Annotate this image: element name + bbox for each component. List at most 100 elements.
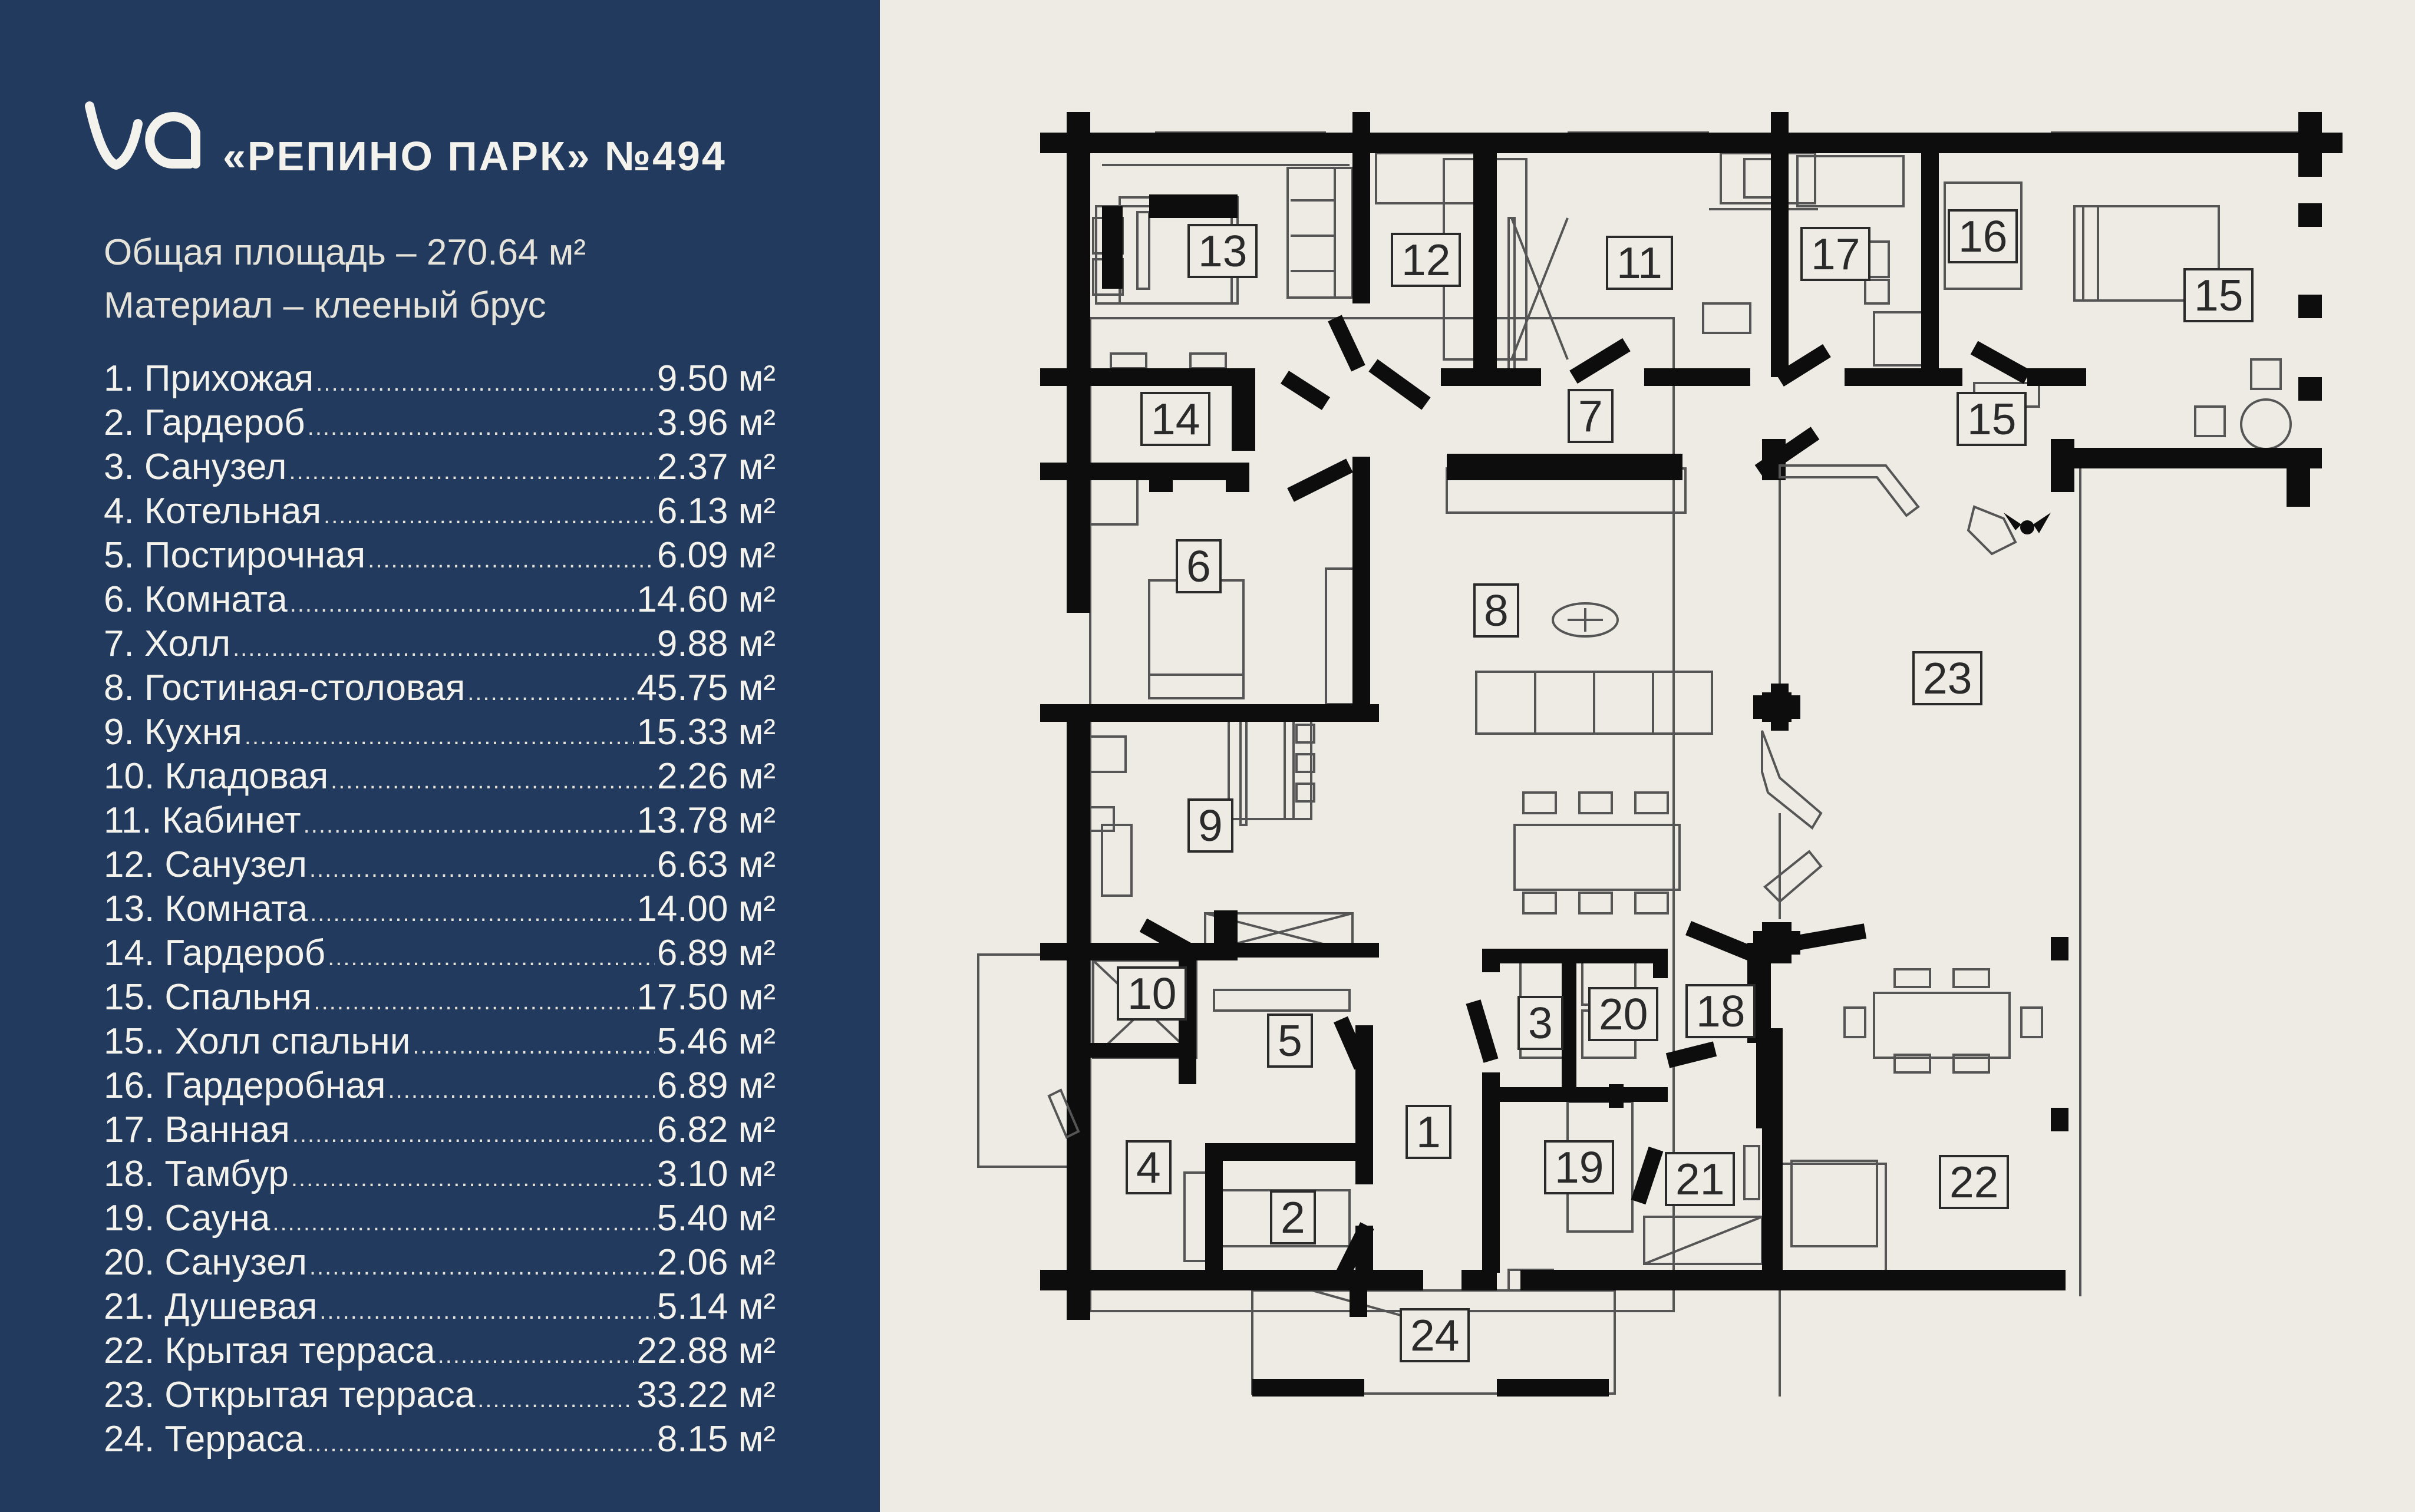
label-16: 16 bbox=[1948, 209, 2018, 263]
room-list-item: 24. Терраса 8.15 м² bbox=[104, 1417, 776, 1461]
room-list-item: 22. Крытая терраса22.88 м² bbox=[104, 1329, 776, 1373]
room-list-item: 15. Спальня 17.50 м² bbox=[104, 975, 776, 1019]
label-1: 1 bbox=[1406, 1105, 1451, 1159]
room-area: 2.26 м² bbox=[656, 756, 776, 797]
room-name: 10. Кладовая bbox=[104, 756, 329, 797]
label-17: 17 bbox=[1800, 227, 1871, 281]
label-22: 22 bbox=[1939, 1155, 2010, 1209]
room-name: 18. Тамбур bbox=[104, 1154, 289, 1194]
plan-walls bbox=[1040, 112, 2343, 1397]
room-list-item: 16. Гардеробная 6.89 м² bbox=[104, 1064, 776, 1108]
label-12: 12 bbox=[1391, 233, 1461, 287]
room-name: 14. Гардероб bbox=[104, 933, 326, 973]
label-3: 3 bbox=[1517, 996, 1563, 1050]
room-list-item: 21. Душевая 5.14 м² bbox=[104, 1285, 776, 1329]
room-list-item: 18. Тамбур 3.10 м² bbox=[104, 1152, 776, 1196]
room-area: 15.33 м² bbox=[636, 712, 776, 752]
project-title: «РЕПИНО ПАРК» №494 bbox=[223, 133, 727, 179]
room-area: 9.88 м² bbox=[656, 623, 776, 664]
room-list-item: 5. Постирочная 6.09 м² bbox=[104, 533, 776, 577]
label-13: 13 bbox=[1187, 224, 1258, 278]
room-list-item: 13. Комната 14.00 м² bbox=[104, 887, 776, 931]
label-4: 4 bbox=[1126, 1140, 1172, 1194]
room-name: 11. Кабинет bbox=[104, 800, 301, 841]
room-area: 2.37 м² bbox=[656, 447, 776, 487]
total-area: Общая площадь – 270.64 м² bbox=[104, 232, 586, 273]
room-name: 22. Крытая терраса bbox=[104, 1331, 436, 1371]
room-list-item: 6. Комната14.60 м² bbox=[104, 577, 776, 622]
label-8: 8 bbox=[1473, 583, 1519, 638]
room-name: 16. Гардеробная bbox=[104, 1065, 386, 1106]
room-list-item: 12. Санузел 6.63 м² bbox=[104, 843, 776, 887]
room-name: 15. Спальня bbox=[104, 977, 312, 1018]
room-area: 3.96 м² bbox=[656, 402, 776, 443]
room-list-item: 11. Кабинет 13.78 м² bbox=[104, 798, 776, 843]
label-11: 11 bbox=[1606, 236, 1673, 290]
brand-logo-icon bbox=[85, 101, 200, 170]
room-name: 4. Котельная bbox=[104, 491, 322, 531]
room-area: 6.63 м² bbox=[656, 844, 776, 885]
plan-openings bbox=[1047, 464, 1920, 1139]
room-name: 19. Сауна bbox=[104, 1198, 270, 1239]
material: Материал – клееный брус bbox=[104, 285, 546, 326]
room-list-item: 3. Санузел2.37 м² bbox=[104, 445, 776, 489]
room-name: 20. Санузел bbox=[104, 1242, 307, 1283]
label-6: 6 bbox=[1176, 539, 1222, 593]
room-area: 5.14 м² bbox=[656, 1286, 776, 1327]
room-name: 15.. Холл спальни bbox=[104, 1021, 411, 1062]
room-list-item: 14. Гардероб6.89 м² bbox=[104, 931, 776, 975]
room-name: 2. Гардероб bbox=[104, 402, 305, 443]
room-list-item: 23. Открытая терраса33.22 м² bbox=[104, 1373, 776, 1417]
label-10: 10 bbox=[1117, 966, 1187, 1021]
room-area: 5.40 м² bbox=[656, 1198, 776, 1239]
room-area: 14.60 м² bbox=[636, 579, 776, 620]
room-name: 21. Душевая bbox=[104, 1286, 318, 1327]
plan-thin-lines bbox=[977, 131, 2298, 1397]
parasol-icon bbox=[2004, 513, 2051, 548]
room-area: 6.89 м² bbox=[656, 1065, 776, 1106]
label-2: 2 bbox=[1270, 1190, 1316, 1244]
room-name: 5. Постирочная bbox=[104, 535, 366, 576]
room-area: 6.13 м² bbox=[656, 491, 776, 531]
label-18: 18 bbox=[1685, 984, 1756, 1038]
label-24: 24 bbox=[1400, 1308, 1470, 1362]
label-5: 5 bbox=[1267, 1013, 1313, 1068]
room-list-item: 7. Холл 9.88 м² bbox=[104, 622, 776, 666]
room-area: 6.09 м² bbox=[656, 535, 776, 576]
room-list-item: 15.. Холл спальни 5.46 м² bbox=[104, 1019, 776, 1064]
room-name: 12. Санузел bbox=[104, 844, 307, 885]
room-name: 7. Холл bbox=[104, 623, 231, 664]
room-area: 17.50 м² bbox=[636, 977, 776, 1018]
label-15-bedroom: 15 bbox=[2183, 268, 2254, 322]
label-14: 14 bbox=[1140, 392, 1211, 446]
room-list-item: 1. Прихожая9.50 м² bbox=[104, 356, 776, 401]
label-23: 23 bbox=[1912, 651, 1983, 705]
legend-panel: «РЕПИНО ПАРК» №494 Общая площадь – 270.6… bbox=[0, 0, 880, 1512]
room-name: 13. Комната bbox=[104, 889, 308, 929]
label-9: 9 bbox=[1187, 798, 1233, 853]
label-15-hall: 15 bbox=[1957, 392, 2027, 446]
room-area: 3.10 м² bbox=[656, 1154, 776, 1194]
room-list-item: 17. Ванная 6.82 м² bbox=[104, 1108, 776, 1152]
label-21: 21 bbox=[1665, 1152, 1736, 1206]
label-7: 7 bbox=[1568, 389, 1614, 443]
room-area: 14.00 м² bbox=[636, 889, 776, 929]
room-list-item: 8. Гостиная-столовая45.75 м² bbox=[104, 666, 776, 710]
room-area: 45.75 м² bbox=[636, 668, 776, 708]
room-area: 8.15 м² bbox=[656, 1419, 776, 1460]
room-area: 2.06 м² bbox=[656, 1242, 776, 1283]
room-list-item: 4. Котельная 6.13 м² bbox=[104, 489, 776, 533]
label-19: 19 bbox=[1544, 1140, 1615, 1194]
room-name: 17. Ванная bbox=[104, 1110, 290, 1150]
label-20: 20 bbox=[1588, 987, 1659, 1041]
room-area: 6.82 м² bbox=[656, 1110, 776, 1150]
room-name: 23. Открытая терраса bbox=[104, 1375, 476, 1415]
room-name: 24. Терраса bbox=[104, 1419, 305, 1460]
room-area: 5.46 м² bbox=[656, 1021, 776, 1062]
room-name: 1. Прихожая bbox=[104, 358, 314, 399]
room-name: 9. Кухня bbox=[104, 712, 242, 752]
room-list: 1. Прихожая9.50 м²2. Гардероб 3.96 м²3. С… bbox=[104, 356, 776, 1461]
room-area: 13.78 м² bbox=[636, 800, 776, 841]
room-list-item: 2. Гардероб 3.96 м² bbox=[104, 401, 776, 445]
